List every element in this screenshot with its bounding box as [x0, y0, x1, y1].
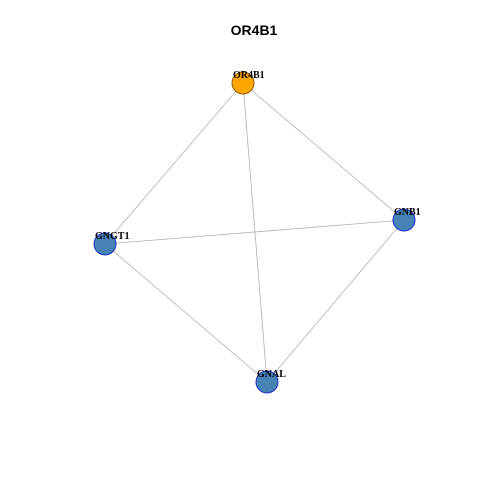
node-gnb1[interactable]: [392, 208, 416, 232]
edge-gngt1-gnb1: [104, 219, 405, 245]
graph-title: OR4B1: [231, 22, 278, 38]
edge-gnb1-gnal: [266, 219, 405, 383]
nodes-layer: [93, 71, 416, 394]
node-gngt1[interactable]: [93, 232, 117, 256]
node-label-or4b1: OR4B1: [233, 70, 265, 81]
edge-gngt1-gnal: [104, 243, 268, 383]
edge-or4b1-gngt1: [104, 82, 244, 245]
edge-or4b1-gnb1: [242, 82, 405, 221]
edge-or4b1-gnal: [242, 82, 268, 383]
node-label-gnb1: GNB1: [394, 207, 421, 218]
node-label-gnal: GNAL: [257, 369, 286, 380]
node-label-gngt1: GNGT1: [95, 231, 129, 242]
node-gnal[interactable]: [255, 370, 279, 394]
edges-layer: [104, 82, 405, 383]
node-or4b1[interactable]: [231, 71, 255, 95]
